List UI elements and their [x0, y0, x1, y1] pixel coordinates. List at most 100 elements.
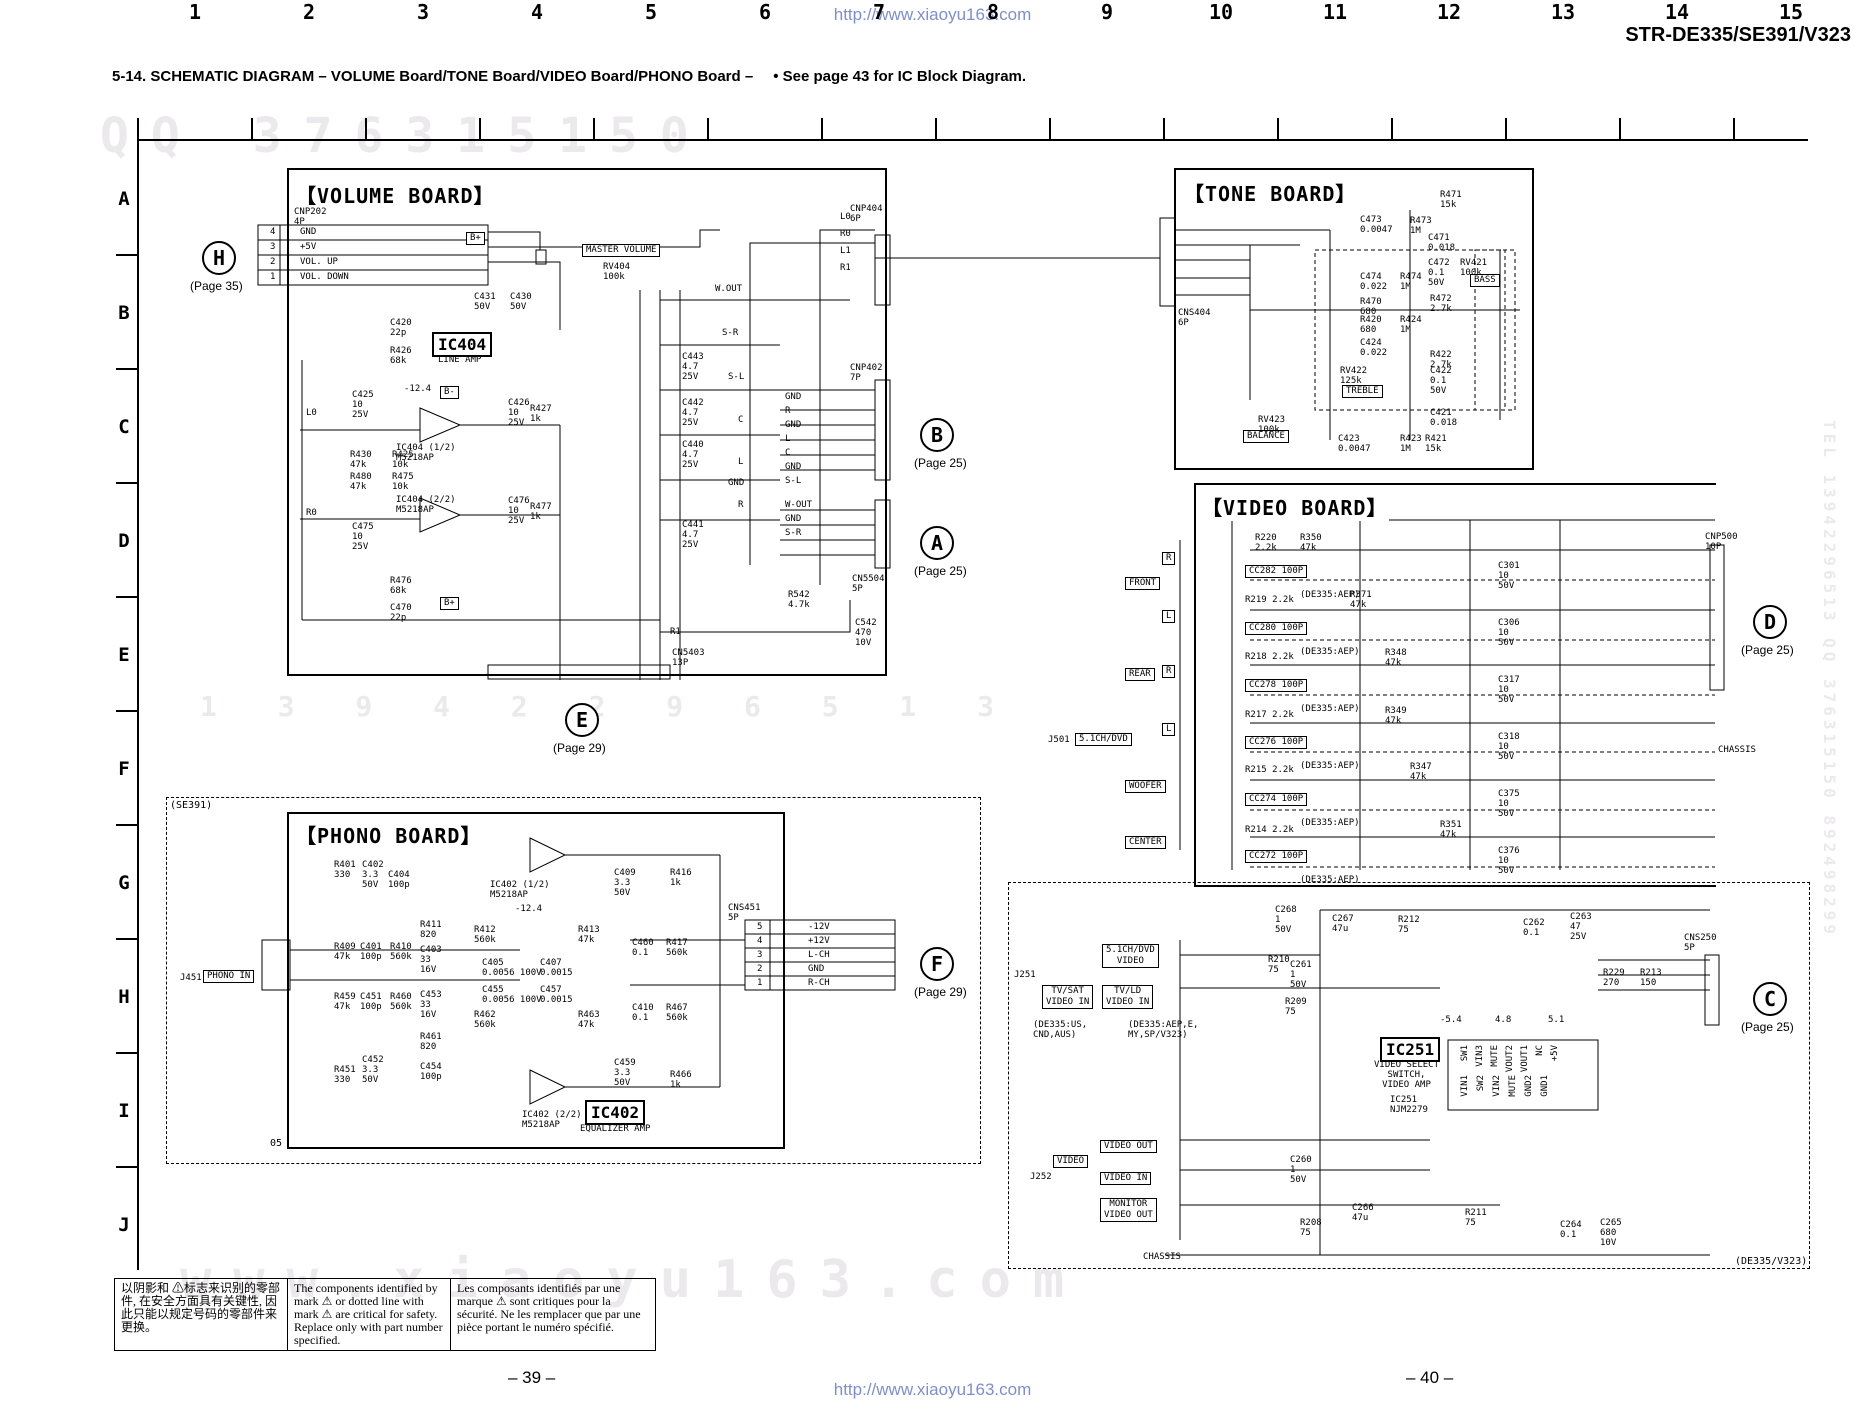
- phono-board-title: 【PHONO BOARD】: [294, 820, 484, 849]
- grid-column-11: 11: [1322, 0, 1348, 24]
- video-cc-part: CC282 100P: [1245, 565, 1308, 578]
- safety-footnote: 以阴影和 ⚠标志来识别的零部件, 在安全方面具有关键性, 因此只能以规定号码的零…: [114, 1278, 656, 1351]
- video-cc-part: CC278 100P: [1245, 679, 1308, 692]
- volume-line-label: L: [738, 457, 744, 467]
- grid-row-E: E: [118, 644, 130, 666]
- ic251-pin-name: VIN3: [1475, 1045, 1485, 1067]
- cnp404-pin-label: L0: [840, 212, 851, 222]
- tone-part-label: C423 0.0047: [1338, 434, 1371, 454]
- video-select-chassis: CHASSIS: [1143, 1252, 1181, 1262]
- phono-region: [166, 797, 981, 1164]
- cns451-pin-label: -12V: [808, 922, 830, 932]
- volume-board: [287, 168, 887, 676]
- video-select-region-label: (DE335/V323): [1735, 1256, 1808, 1267]
- cns250-label: CNS250 5P: [1684, 933, 1717, 953]
- ic251-pin-name: GND2: [1524, 1075, 1534, 1097]
- video-cc-part: CC274 100P: [1245, 793, 1308, 806]
- grid-row-J: J: [118, 1214, 130, 1236]
- balance-box: BALANCE: [1243, 430, 1289, 443]
- tone-part-label: R474 1M: [1400, 272, 1422, 292]
- volume-part-label: R425 10k: [392, 450, 414, 470]
- video-select-label: TV/SAT VIDEO IN: [1042, 985, 1094, 1009]
- video-select-part: C264 0.1: [1560, 1220, 1582, 1240]
- phono-part-label: R460 560k: [390, 992, 412, 1012]
- video-select-part: C268 1 50V: [1275, 905, 1297, 935]
- ic251-pin-name: NC: [1535, 1045, 1545, 1056]
- cns451-pin-label: L-CH: [808, 950, 830, 960]
- cns451-pin-4: 4: [757, 936, 763, 946]
- ic251-pin-name: +5V: [1550, 1045, 1560, 1062]
- cn5504-label: CN5504 5P: [852, 574, 885, 594]
- tone-board-title: 【TONE BOARD】: [1182, 178, 1359, 207]
- grid-column-8: 8: [986, 0, 1000, 24]
- bottom-url[interactable]: http://www.xiaoyu163.com: [833, 1380, 1032, 1399]
- video-select-part: R229 270: [1603, 968, 1625, 988]
- ic251-pin-name: GND1: [1540, 1075, 1550, 1097]
- cnp202-pin-2: 2: [270, 257, 276, 267]
- cnp202-pin-1: 1: [270, 272, 276, 282]
- ic404-2-label: IC404 (2/2) M5218AP: [396, 495, 456, 515]
- phono-part-label: R412 560k: [474, 925, 496, 945]
- cns451-pin-5: 5: [757, 922, 763, 932]
- volume-part-label: R476 68k: [390, 576, 412, 596]
- video-c-part: C317 10 50V: [1498, 675, 1520, 705]
- ic251-pin-name: VOUT1: [1520, 1045, 1530, 1073]
- video-r-part: R214 2.2k: [1245, 825, 1294, 835]
- cnp202-pin-label: VOL. DOWN: [300, 272, 349, 282]
- volume-part-label: C443 4.7 25V: [682, 352, 704, 382]
- video-c-part: C306 10 50V: [1498, 618, 1520, 648]
- video-aep-note: (DE335:AEP): [1300, 590, 1360, 600]
- cnp402-label: CNP402 7P: [850, 363, 883, 383]
- video-select-part: R213 150: [1640, 968, 1662, 988]
- grid-row-F: F: [118, 758, 130, 780]
- ic251-pin-name: MUTE: [1490, 1045, 1500, 1067]
- phono-part-label: C403 33 16V: [420, 945, 442, 975]
- ic251-pin-voltage: 5.1: [1548, 1015, 1565, 1025]
- watermark-code: QQ 376315150: [100, 108, 711, 164]
- cnp402-pin-label: L: [785, 434, 791, 444]
- tone-part-label: R471 15k: [1440, 190, 1462, 210]
- volume-part-label: C440 4.7 25V: [682, 440, 704, 470]
- volume-line-label: C: [738, 415, 744, 425]
- video-input-front: FRONT: [1125, 577, 1161, 590]
- phono-part-label: R459 47k: [334, 992, 356, 1012]
- grid-column-10: 10: [1208, 0, 1234, 24]
- page-number-left: – 39 –: [508, 1368, 556, 1387]
- video-r-part: R351 47k: [1440, 820, 1462, 840]
- video-cc-part: CC280 100P: [1245, 622, 1308, 635]
- tone-part-label: R424 1M: [1400, 315, 1422, 335]
- ic402-desc: EQUALIZER AMP: [580, 1124, 651, 1134]
- phono-in-box: PHONO IN: [203, 970, 255, 983]
- volume-line-label: R1: [670, 627, 681, 637]
- video-aep-note: (DE335:AEP): [1300, 647, 1360, 657]
- video-r-part: R220 2.2k: [1255, 533, 1277, 553]
- volume-part-label: R480 47k: [350, 472, 372, 492]
- volume-line-label: L0: [306, 408, 317, 418]
- section-note: • See page 43 for IC Block Diagram.: [773, 68, 1027, 85]
- tone-part-label: C422 0.1 50V: [1430, 366, 1452, 396]
- cnp202-label: CNP202 4P: [294, 207, 327, 227]
- ic251-pin-name: VOUT2: [1505, 1045, 1515, 1073]
- phono-board: [287, 812, 785, 1149]
- ref-page-A: (Page 25): [914, 564, 967, 578]
- ref-page-B: (Page 25): [914, 456, 967, 470]
- cn5504-pin-label: S-R: [785, 528, 802, 538]
- top-url[interactable]: http://www.xiaoyu163.com: [833, 5, 1032, 24]
- j451-label: J451: [180, 973, 202, 983]
- ref-circle-H: H: [202, 241, 236, 275]
- ic251-pin-voltage: 4.8: [1495, 1015, 1512, 1025]
- tone-part-label: R470 680: [1360, 297, 1382, 317]
- cnp402-pin-label: GND: [785, 462, 802, 472]
- bass-box: BASS: [1470, 274, 1500, 287]
- tone-part-label: R422 2.7k: [1430, 350, 1452, 370]
- tone-part-label: RV422 125k: [1340, 366, 1368, 386]
- phono-part-label: R413 47k: [578, 925, 600, 945]
- phono-part-label: C460 0.1: [632, 938, 654, 958]
- cnp402-pin-label: R: [785, 406, 791, 416]
- grid-column-7: 7: [872, 0, 886, 24]
- phono-part-label: C410 0.1: [632, 1003, 654, 1023]
- cnp404-pin-label: R0: [840, 229, 851, 239]
- ic251-pin-name: SW2: [1476, 1075, 1486, 1092]
- volume-part-label: C420 22p: [390, 318, 412, 338]
